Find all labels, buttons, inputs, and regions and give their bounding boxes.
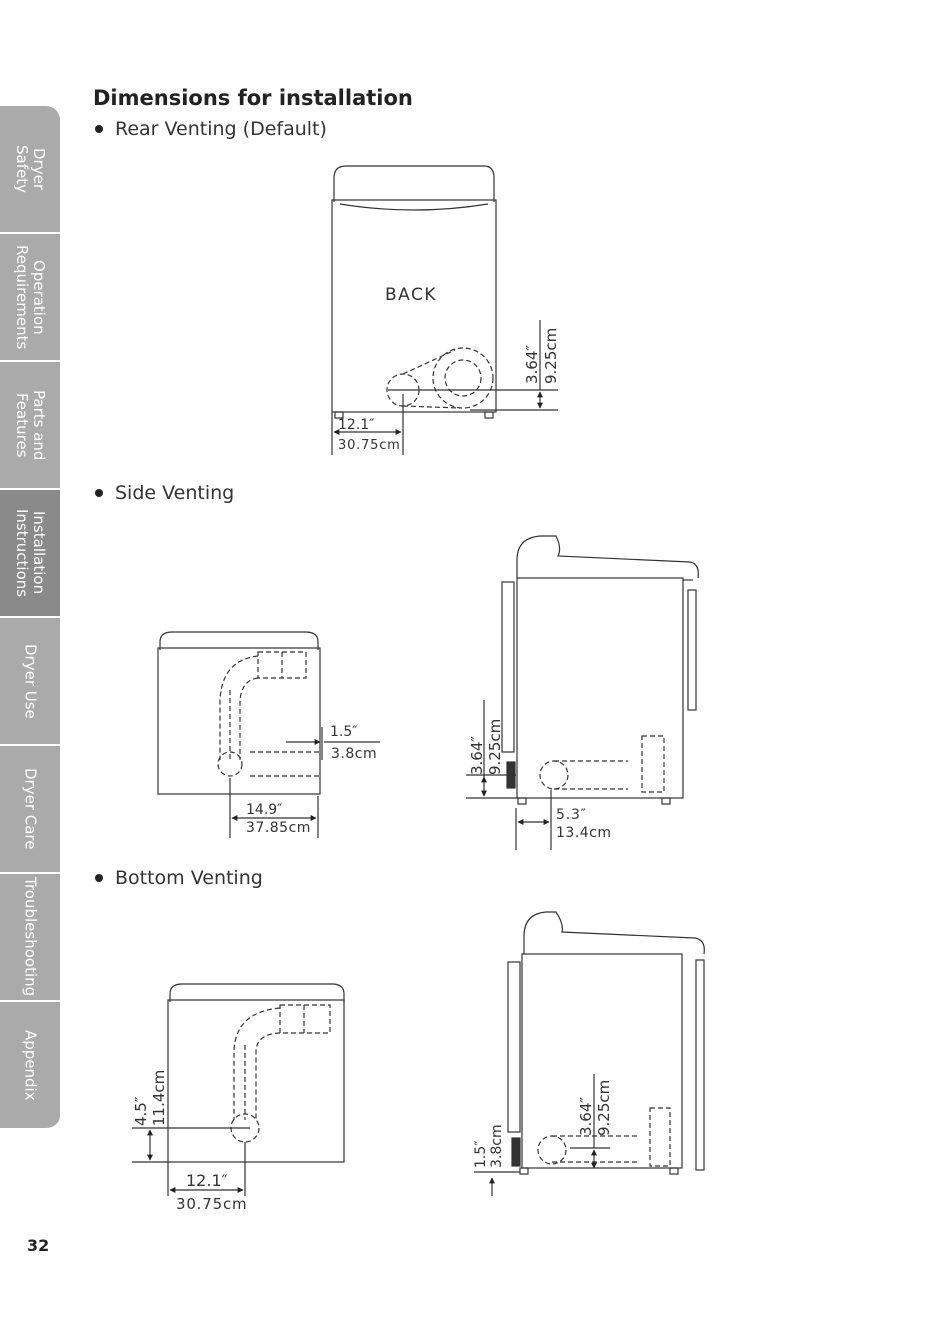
tab-troubleshooting[interactable]: Troubleshooting xyxy=(0,874,60,1002)
dryer-rear-bracket xyxy=(501,581,515,753)
dryer-foot xyxy=(519,1167,529,1175)
bottom-foot-inches: 1.5″ xyxy=(473,1141,489,1169)
side-depth-inches: 5.3″ xyxy=(556,807,587,823)
section-heading-rear: Rear Venting (Default) xyxy=(95,118,327,140)
tab-label: Troubleshooting xyxy=(21,877,40,997)
side-width-cm: 37.85cm xyxy=(246,820,311,836)
duct-outline xyxy=(217,651,320,777)
bottom-height-cm: 9.25cm xyxy=(595,1080,613,1136)
tab-label: Dryer Use xyxy=(21,643,40,719)
dryer-foot xyxy=(661,797,671,805)
tab-label: Installation Instructions xyxy=(13,508,48,598)
dryer-body xyxy=(521,953,683,1169)
page-number: 32 xyxy=(27,1236,50,1255)
dryer-top-panel xyxy=(159,631,319,650)
bottom-back-width-inches: 12.1″ xyxy=(186,1171,228,1190)
tab-appendix[interactable]: Appendix xyxy=(0,1002,60,1130)
dryer-top-panel xyxy=(333,165,495,202)
side-height-inches: 3.64″ xyxy=(468,736,486,775)
side-back-view-diagram xyxy=(157,631,380,838)
rear-width-inches: 12.1″ xyxy=(338,417,374,433)
page-title: Dimensions for installation xyxy=(93,86,413,110)
bullet-icon xyxy=(95,125,103,133)
duct-outline xyxy=(230,1004,331,1143)
dryer-lid xyxy=(523,911,705,955)
section-heading-side: Side Venting xyxy=(95,482,234,504)
tab-label: Parts and Features xyxy=(13,389,48,461)
bottom-profile-diagram xyxy=(474,911,705,1196)
dryer-back-panel xyxy=(157,647,321,795)
side-gap-inches: 1.5″ xyxy=(330,724,358,740)
bullet-icon xyxy=(95,874,103,882)
dryer-foot xyxy=(517,797,527,805)
dryer-top-edge xyxy=(339,203,489,211)
dryer-body xyxy=(516,577,684,799)
bottom-back-height-inches: 4.5″ xyxy=(132,1096,150,1126)
side-height-cm: 9.25cm xyxy=(486,719,504,775)
side-depth-cm: 13.4cm xyxy=(556,825,612,841)
side-width-inches: 14.9″ xyxy=(246,802,282,818)
side-profile-diagram xyxy=(466,535,699,850)
dryer-door-edge xyxy=(695,959,705,1171)
dryer-top-panel xyxy=(169,983,345,1002)
back-label: BACK xyxy=(385,285,437,305)
tab-parts-and-features[interactable]: Parts and Features xyxy=(0,362,60,490)
tab-operation-requirements[interactable]: Operation Requirements xyxy=(0,234,60,362)
bottom-back-view-diagram xyxy=(132,983,345,1196)
dryer-rear-bracket xyxy=(507,961,521,1133)
dryer-back-panel xyxy=(331,199,497,413)
tab-dryer-safety[interactable]: Dryer Safety xyxy=(0,106,60,234)
tab-dryer-care[interactable]: Dryer Care xyxy=(0,746,60,874)
bottom-back-height-cm: 11.4cm xyxy=(150,1070,168,1126)
dryer-foot xyxy=(484,411,494,419)
dryer-foot xyxy=(334,411,344,419)
section-side-label: Side Venting xyxy=(115,482,235,504)
tab-installation-instructions[interactable]: Installation Instructions xyxy=(0,490,60,618)
tab-label: Dryer Safety xyxy=(13,145,48,193)
dryer-foot xyxy=(669,1167,679,1175)
section-rear-label: Rear Venting (Default) xyxy=(115,118,327,140)
tab-label: Operation Requirements xyxy=(13,244,48,350)
duct-outline xyxy=(539,735,665,793)
tab-label: Appendix xyxy=(21,1029,40,1101)
rear-venting-diagram xyxy=(331,165,558,455)
dryer-lid xyxy=(516,535,699,579)
bottom-foot-cm: 3.8cm xyxy=(489,1124,505,1168)
rear-height-inches: 3.64″ xyxy=(523,345,541,384)
bottom-back-width-cm: 30.75cm xyxy=(176,1195,247,1213)
side-gap-cm: 3.8cm xyxy=(331,746,377,762)
section-heading-bottom: Bottom Venting xyxy=(95,867,263,889)
bottom-height-inches: 3.64″ xyxy=(577,1097,595,1136)
rear-width-cm: 30.75cm xyxy=(338,438,401,453)
tab-dryer-use[interactable]: Dryer Use xyxy=(0,618,60,746)
vent-collar xyxy=(511,1137,521,1167)
section-bottom-label: Bottom Venting xyxy=(115,867,263,889)
bullet-icon xyxy=(95,489,103,497)
dryer-back-panel xyxy=(167,999,345,1163)
tab-label: Dryer Care xyxy=(21,768,40,850)
rear-height-cm: 9.25cm xyxy=(542,328,560,384)
dryer-door-edge xyxy=(687,589,697,711)
